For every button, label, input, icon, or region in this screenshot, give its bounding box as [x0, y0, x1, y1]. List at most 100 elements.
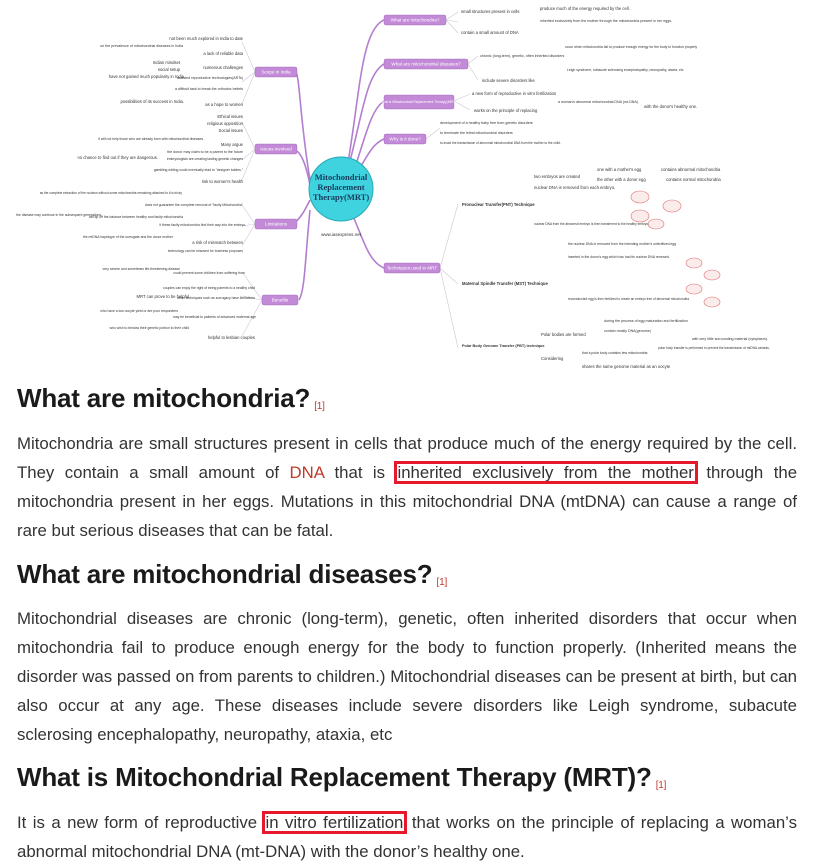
- right-note-8: a new form of reproductive in vitro fert…: [472, 91, 557, 96]
- paragraph-mitochondrial-diseases: Mitochondrial diseases are chronic (long…: [17, 609, 797, 744]
- mindmap-diagram: Mitochondrial Replacement Therapy(MRT) w…: [16, 6, 770, 369]
- left-note-26: the mtDNA haplotype of the surrogate and…: [83, 235, 174, 239]
- heading-text: What is Mitochondrial Replacement Therap…: [17, 762, 652, 792]
- right-note-15: Pronuclear Transfer(PNT) Technique: [462, 202, 535, 207]
- node-limitations: Limitations: [265, 222, 288, 227]
- center-title-line-3: Therapy(MRT): [313, 192, 370, 202]
- left-nodes: Scope in India Issues involved Limitatio…: [254, 66, 299, 306]
- citation-link[interactable]: [1]: [436, 577, 448, 588]
- mindmap-center: Mitochondrial Replacement Therapy(MRT) w…: [308, 156, 374, 237]
- left-note-5: numerous challenges: [203, 65, 243, 70]
- left-note-27: a risk of mismatch between: [192, 240, 243, 245]
- left-note-36: who wish to bestow their genetic portion…: [110, 326, 189, 330]
- heading-what-are-mitochondria: What are mitochondria?[1]: [17, 382, 325, 423]
- left-note-9: possibilities of its success in India.: [120, 99, 184, 104]
- left-note-16: the donor may claim to be a parent to th…: [167, 150, 243, 154]
- left-note-0: not been much explored in India to date: [169, 36, 243, 41]
- right-note-0: small structures present in cells: [461, 9, 519, 14]
- left-note-20: risk to women's health: [202, 179, 244, 184]
- left-note-25: if these faulty mitochondria find their …: [159, 223, 246, 227]
- mindmap-url: www.iasexpress.net: [321, 232, 362, 237]
- left-note-7: assisted reproductive technologies(ARTs): [177, 76, 243, 80]
- citation-link[interactable]: [1]: [314, 401, 325, 412]
- node-what-are-mitochondria: What are mitochondria?: [391, 18, 440, 23]
- left-note-15: Many argue: [221, 142, 244, 147]
- left-notes: not been much explored in India to date …: [16, 36, 256, 340]
- right-note-20: contains normal mitochondria: [666, 177, 721, 182]
- left-note-8: a difficult task to break the orthodox b…: [175, 87, 243, 91]
- right-note-21: nuclear DNA is removed from each embryo,: [534, 185, 615, 190]
- right-note-31: with very little surrounding material (c…: [692, 337, 768, 341]
- text-run: through the mitochondria present in her …: [17, 463, 798, 540]
- right-note-27: Polar Body Genome Transfer (PBT) techniq…: [462, 344, 545, 348]
- right-note-3: inherited exclusively from the mother th…: [540, 19, 672, 23]
- highlight-in-vitro-fertilization: in vitro fertilization: [261, 811, 408, 834]
- node-issues-involved: Issues involved: [260, 147, 292, 152]
- right-note-2: contain a small amount of DNA: [461, 30, 519, 35]
- left-note-18: embryologists are creating lasting genet…: [167, 157, 243, 161]
- center-title-line-1: Mitochondrial: [315, 172, 368, 182]
- right-note-4: chronic (long-term), genetic, often inhe…: [480, 54, 564, 58]
- left-note-22: does not guarantee the complete removal …: [145, 203, 244, 207]
- left-note-34: who have a low oocyte yield or are poor …: [100, 309, 178, 313]
- left-note-21: as the complete extraction of the nucleu…: [40, 191, 183, 195]
- node-benefits: Benefits: [272, 298, 289, 303]
- left-note-24: will tip off the balance between healthy…: [89, 215, 183, 219]
- dna-link[interactable]: DNA: [289, 463, 325, 482]
- left-note-33: other techniques such as surrogacy have …: [177, 296, 255, 300]
- text-run: that works on the principle of replacing…: [17, 813, 797, 861]
- right-notes: small structures present in cells produc…: [440, 6, 770, 369]
- citation-link[interactable]: [1]: [655, 780, 667, 791]
- heading-text: What are mitochondria?: [17, 383, 311, 413]
- left-note-17: no chance to find out if they are danger…: [77, 155, 158, 160]
- right-note-35: shares the same genome material as an oo…: [582, 364, 671, 369]
- right-note-18: contains abnormal mitochondria: [661, 167, 721, 172]
- right-note-13: to terminate the lethal mitochondrial di…: [440, 131, 513, 135]
- paragraph-mrt: It is a new form of reproductive in vitr…: [17, 808, 797, 866]
- right-note-16: two embryos are created: [534, 174, 581, 179]
- right-note-23: Maternal Spindle Transfer (MST) Techniqu…: [462, 281, 548, 286]
- left-note-6: have not gained much popularity in India: [109, 74, 185, 79]
- left-note-19: gambling editing could eventually lead t…: [154, 168, 244, 172]
- highlight-inherited-from-mother: inherited exclusively from the mother: [393, 461, 698, 484]
- right-note-12: development of a healthy baby free from …: [440, 121, 533, 125]
- left-note-14: it will not help those who are already b…: [98, 137, 204, 141]
- right-note-30: contain mostly DNA(genome): [604, 329, 651, 333]
- right-note-34: polar body transfer is performed to prev…: [658, 346, 770, 350]
- right-note-7: Leigh syndrome, subacute sclerosing ence…: [567, 68, 684, 72]
- text-run: It is a new form of reproductive: [17, 813, 258, 832]
- left-note-12: religious opposition: [207, 121, 244, 126]
- right-note-10: a woman's abnormal mitochondrial DNA (mt…: [558, 100, 638, 104]
- left-note-31: couples can enjoy the right of being par…: [163, 286, 255, 290]
- right-note-17: one with a mother's egg: [597, 167, 642, 172]
- node-what-is-mrt: What is Mitochondrial Replacement Therap…: [380, 100, 458, 104]
- mindmap-image: Mitochondrial Replacement Therapy(MRT) w…: [0, 0, 817, 375]
- node-why-is-it-done: Why is it done?: [389, 137, 421, 142]
- heading-text: What are mitochondrial diseases?: [17, 559, 433, 589]
- heading-what-is-mrt: What is Mitochondrial Replacement Therap…: [17, 761, 666, 802]
- left-note-32: MRT can prove to be helpful: [137, 294, 190, 299]
- text-run: that is: [324, 463, 386, 482]
- left-note-35: may be beneficial to patients of advance…: [173, 315, 256, 319]
- technique-diagrams: [630, 190, 721, 308]
- text-run: Mitochondria are small structures presen…: [17, 434, 797, 482]
- right-note-9: works on the principle of replacing: [474, 108, 538, 113]
- left-note-4: social setup: [158, 67, 181, 72]
- left-note-3: Indian mindset: [153, 60, 181, 65]
- node-techniques: Techniques used in MRT: [387, 266, 438, 271]
- right-note-22: nuclear DNA from the abnormal embryo is …: [534, 222, 649, 226]
- right-note-32: Considering: [541, 356, 564, 361]
- node-scope-in-india: Scope in India: [261, 70, 291, 75]
- left-note-13: Social issues: [219, 128, 243, 133]
- node-mitochondrial-diseases: What are mitochondrial diseases?: [391, 62, 461, 67]
- right-note-33: that a polar body contains few mitochond…: [582, 351, 648, 355]
- right-note-28: Polar bodies are formed: [541, 332, 586, 337]
- left-note-11: Ethical issues: [217, 114, 243, 119]
- right-note-24: the nuclear DNA is removed from the inte…: [568, 242, 676, 246]
- right-nodes: What are mitochondria? What are mitochon…: [380, 14, 469, 274]
- right-note-1: produce much of the energy required by t…: [540, 6, 630, 11]
- right-note-25: inserted in the donor's egg which has ha…: [568, 255, 670, 259]
- center-title-line-2: Replacement: [317, 182, 364, 192]
- right-note-5: occur when mitochondria fail to produce …: [565, 45, 697, 49]
- mindmap-sub-branches: [241, 11, 479, 349]
